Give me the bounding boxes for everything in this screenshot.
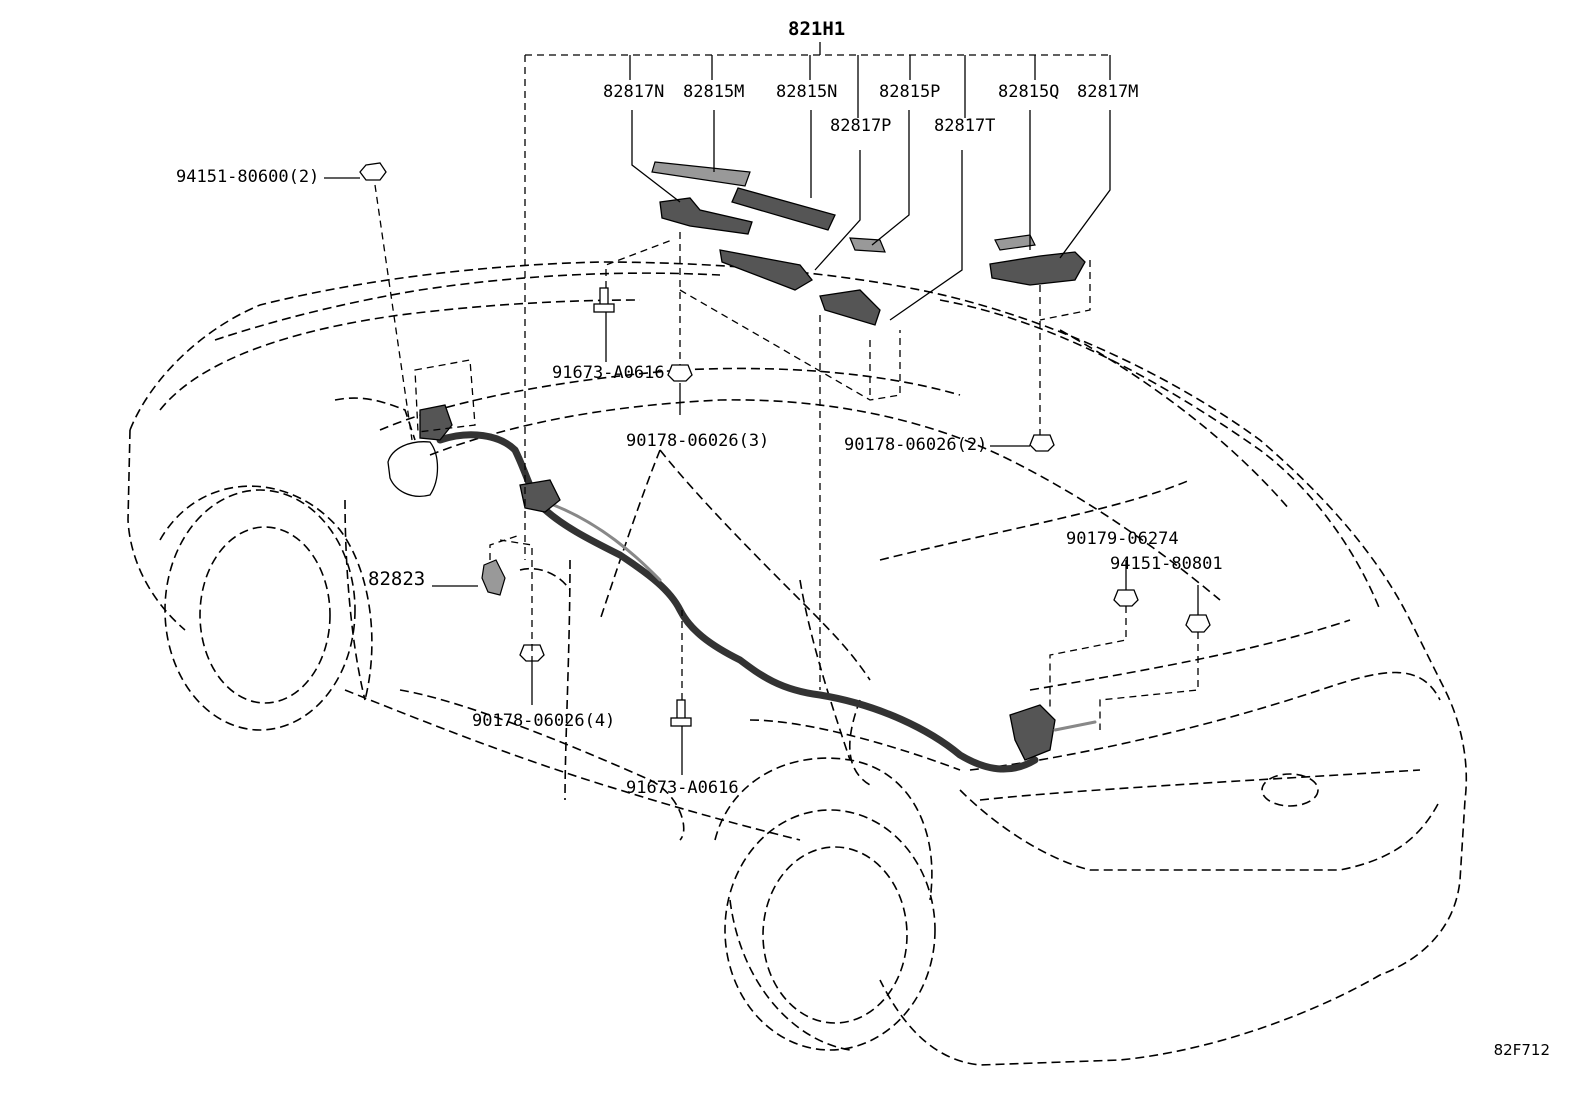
wire-harness (419, 404, 1097, 773)
part-label-82815N: 82815N (776, 82, 838, 102)
sub-harness-parts (651, 161, 1086, 326)
part-label-90178-06026-3: 90178-06026(3) (626, 431, 770, 451)
reference-lines (374, 184, 1199, 730)
leader-lines (324, 42, 1199, 775)
part-label-82823: 82823 (368, 568, 426, 590)
figure-code: 82F712 (1493, 1041, 1550, 1059)
part-label-82815Q: 82815Q (998, 82, 1060, 102)
part-label-91673-A0616-upper: 91673-A0616 (552, 363, 665, 383)
part-label-82817P: 82817P (830, 116, 892, 136)
part-label-90179-06274: 90179-06274 (1066, 529, 1179, 549)
part-label-90178-06026-4: 90178-06026(4) (472, 711, 616, 731)
part-label-82817N: 82817N (603, 82, 665, 102)
part-label-82817T: 82817T (934, 116, 996, 136)
part-label-94151-80600: 94151-80600(2) (176, 167, 320, 187)
part-label-82817M: 82817M (1077, 82, 1139, 102)
fasteners (359, 162, 1211, 727)
part-label-94151-80801: 94151-80801 (1110, 554, 1223, 574)
group-label-821H1: 821H1 (788, 18, 846, 40)
part-label-82815M: 82815M (683, 82, 745, 102)
part-label-90178-06026-2: 90178-06026(2) (844, 435, 988, 455)
car-body (127, 261, 1468, 1066)
part-label-82815P: 82815P (879, 82, 941, 102)
part-label-91673-A0616-lower: 91673-A0616 (626, 778, 739, 798)
